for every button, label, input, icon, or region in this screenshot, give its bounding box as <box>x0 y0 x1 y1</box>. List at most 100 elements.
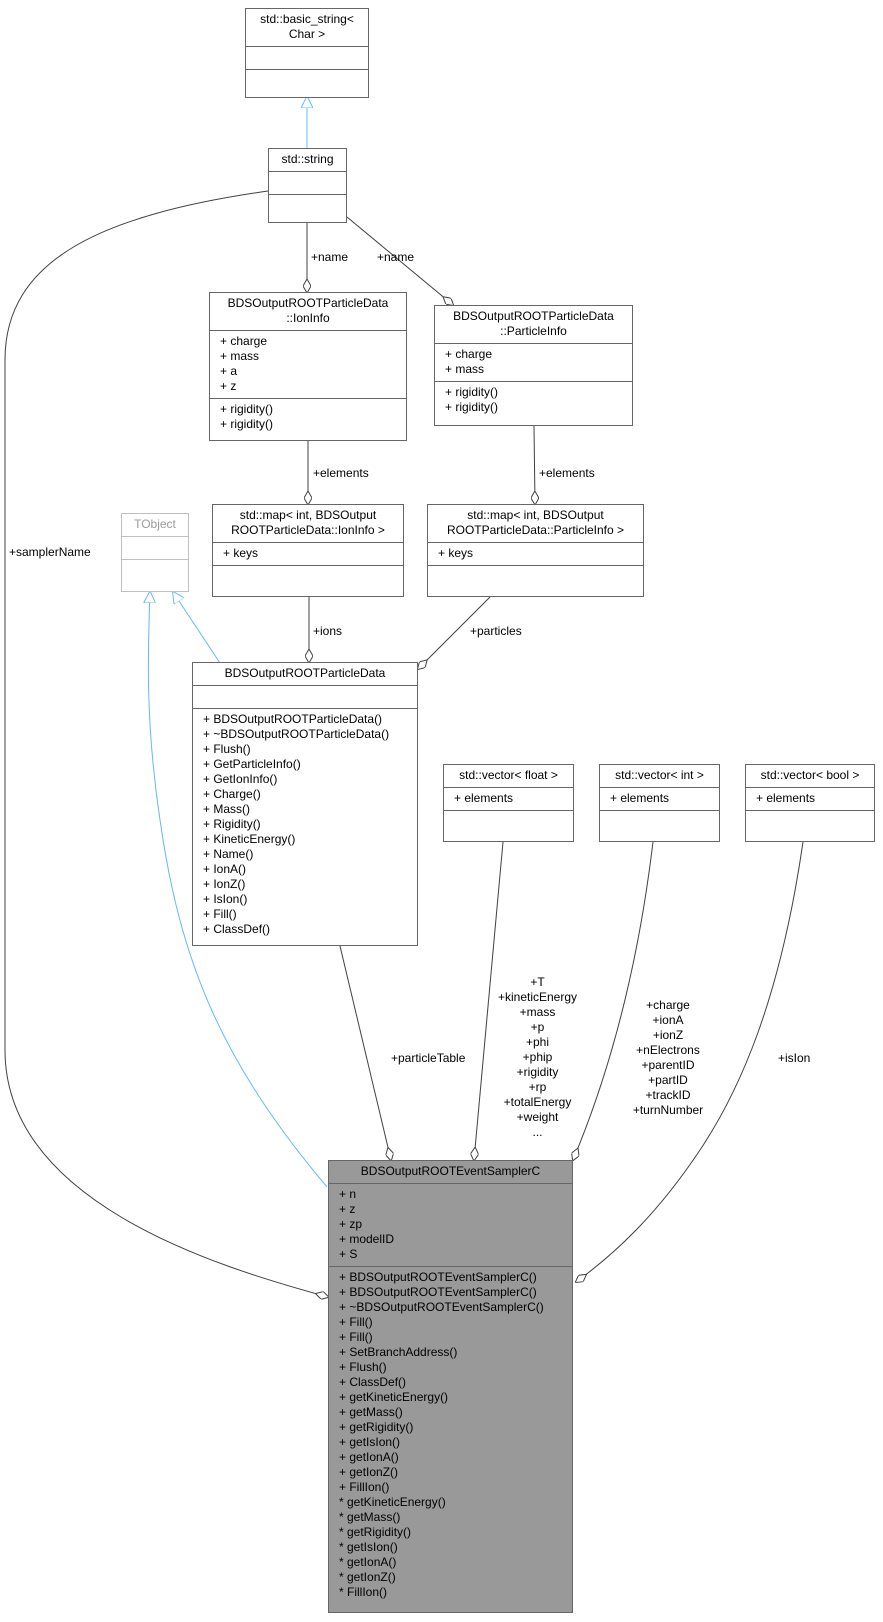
attribute-row: + charge <box>445 347 493 361</box>
method-section <box>213 565 403 588</box>
label-float-members: +T+kineticEnergy+mass+p+phi+phip+rigidit… <box>485 975 590 1140</box>
method-row: * getMass() <box>339 1510 401 1524</box>
method-row: + ~BDSOutputROOTEventSamplerC() <box>339 1300 544 1314</box>
attribute-row: + keys <box>223 546 259 560</box>
method-row: * getIsIon() <box>339 1540 398 1554</box>
class-title-line: ROOTParticleData::ParticleInfo > <box>446 523 625 537</box>
attribute-row: + charge <box>220 334 268 348</box>
edge-mapparticle-to-particledata <box>418 596 491 669</box>
edge-label-line: +isIon <box>778 1051 811 1065</box>
method-row: + Mass() <box>203 802 251 816</box>
class-title-line: ::IonInfo <box>286 311 330 325</box>
method-section: + BDSOutputROOTEventSamplerC()+ BDSOutpu… <box>329 1266 572 1604</box>
method-row: + getIsIon() <box>339 1435 401 1449</box>
edge-particledata-to-tobject <box>173 592 221 664</box>
attribute-row: + z <box>339 1202 356 1216</box>
class-particle-data[interactable]: BDSOutputROOTParticleData+ BDSOutputROOT… <box>192 662 418 946</box>
label-ions: +ions <box>313 624 342 639</box>
method-row: + GetIonInfo() <box>203 772 278 786</box>
class-vector-bool[interactable]: std::vector< bool >+ elements <box>745 764 875 842</box>
method-section: + rigidity()+ rigidity() <box>435 381 632 419</box>
class-tobject[interactable]: TObject <box>121 513 189 592</box>
edge-label-line: +turnNumber <box>632 1103 704 1117</box>
method-row: + Fill() <box>339 1330 373 1344</box>
class-title-line: std::map< int, BDSOutput <box>239 508 377 522</box>
attribute-section: + n+ z+ zp+ modelID+ S <box>329 1183 572 1266</box>
method-row: + getIonZ() <box>339 1465 399 1479</box>
class-title-line: std::vector< bool > <box>760 768 860 782</box>
class-particle-info[interactable]: BDSOutputROOTParticleData::ParticleInfo+… <box>434 305 633 426</box>
method-row: + BDSOutputROOTEventSamplerC() <box>339 1270 537 1284</box>
attribute-row: + n <box>339 1187 357 1201</box>
label-particle-table: +particleTable <box>391 1051 465 1066</box>
class-title-line: TObject <box>134 517 176 531</box>
method-row: * getRigidity() <box>339 1525 412 1539</box>
label-sampler-name: +samplerName <box>9 545 91 560</box>
method-row: + IsIon() <box>203 892 248 906</box>
attribute-section: + charge+ mass+ a+ z <box>210 330 406 398</box>
edge-label-line: +p <box>530 1020 545 1034</box>
attribute-section: + charge+ mass <box>435 343 632 381</box>
edge-label-line: +samplerName <box>9 545 91 559</box>
method-row: + ~BDSOutputROOTParticleData() <box>203 727 390 741</box>
method-row: + Charge() <box>203 787 261 801</box>
method-row: + FillIon() <box>339 1480 390 1494</box>
attribute-section: + elements <box>444 787 573 810</box>
attribute-section: + elements <box>746 787 874 810</box>
method-row: + rigidity() <box>445 385 499 399</box>
class-title: std::basic_string<Char > <box>246 9 368 46</box>
edge-label-line: +T <box>530 975 545 989</box>
class-title-line: ROOTParticleData::IonInfo > <box>231 523 385 537</box>
method-row: + KineticEnergy() <box>203 832 296 846</box>
attribute-row: + keys <box>438 546 474 560</box>
edge-label-line: +partID <box>648 1073 688 1087</box>
method-section <box>269 194 346 217</box>
method-row: + rigidity() <box>220 417 274 431</box>
edge-label-line: +charge <box>646 998 690 1012</box>
class-vector-float[interactable]: std::vector< float >+ elements <box>443 764 574 842</box>
attribute-row: + a <box>220 364 238 378</box>
class-std-string[interactable]: std::string <box>268 148 347 223</box>
attribute-section <box>246 46 368 69</box>
edge-label-line: +name <box>377 250 415 264</box>
edge-label-line: +phip <box>522 1050 553 1064</box>
class-event-sampler-c[interactable]: BDSOutputROOTEventSamplerC+ n+ z+ zp+ mo… <box>328 1160 573 1613</box>
class-vector-int[interactable]: std::vector< int >+ elements <box>599 764 720 842</box>
edge-vecfloat-to-sampler <box>474 841 504 1160</box>
method-row: + rigidity() <box>220 402 274 416</box>
edge-string-to-particleinfo <box>346 216 453 305</box>
method-row: + rigidity() <box>445 400 499 414</box>
method-row: + SetBranchAddress() <box>339 1345 458 1359</box>
class-title-line: BDSOutputROOTParticleData <box>227 296 389 310</box>
edge-vecbool-to-sampler <box>576 841 804 1282</box>
class-title: TObject <box>122 514 188 536</box>
method-section: + rigidity()+ rigidity() <box>210 398 406 436</box>
method-row: + BDSOutputROOTEventSamplerC() <box>339 1285 537 1299</box>
method-row: * getKineticEnergy() <box>339 1495 446 1509</box>
attribute-section: + keys <box>428 542 643 565</box>
class-title: BDSOutputROOTParticleData::ParticleInfo <box>435 306 632 343</box>
method-section: + BDSOutputROOTParticleData()+ ~BDSOutpu… <box>193 708 417 941</box>
label-int-members: +charge+ionA+ionZ+nElectrons+parentID+pa… <box>618 998 718 1118</box>
attribute-row: + elements <box>454 791 514 805</box>
class-title-line: ::ParticleInfo <box>500 324 567 338</box>
method-row: + ClassDef() <box>339 1375 407 1389</box>
method-row: + getMass() <box>339 1405 403 1419</box>
method-section <box>246 69 368 92</box>
edge-label-line: +weight <box>516 1110 559 1124</box>
class-ion-info[interactable]: BDSOutputROOTParticleData::IonInfo+ char… <box>209 292 407 441</box>
attribute-row: + elements <box>756 791 816 805</box>
attribute-section: + elements <box>600 787 719 810</box>
method-row: + Fill() <box>339 1315 373 1329</box>
edge-label-line: +particles <box>470 624 522 638</box>
edge-label-line: +name <box>311 250 349 264</box>
class-basic-string[interactable]: std::basic_string<Char > <box>245 8 369 98</box>
class-title-line: std::basic_string< <box>260 12 354 26</box>
method-row: * FillIon() <box>339 1585 388 1599</box>
method-row: + IonZ() <box>203 877 246 891</box>
edge-string-to-sampler-samplername <box>4 190 328 1297</box>
class-title: std::vector< int > <box>600 765 719 787</box>
